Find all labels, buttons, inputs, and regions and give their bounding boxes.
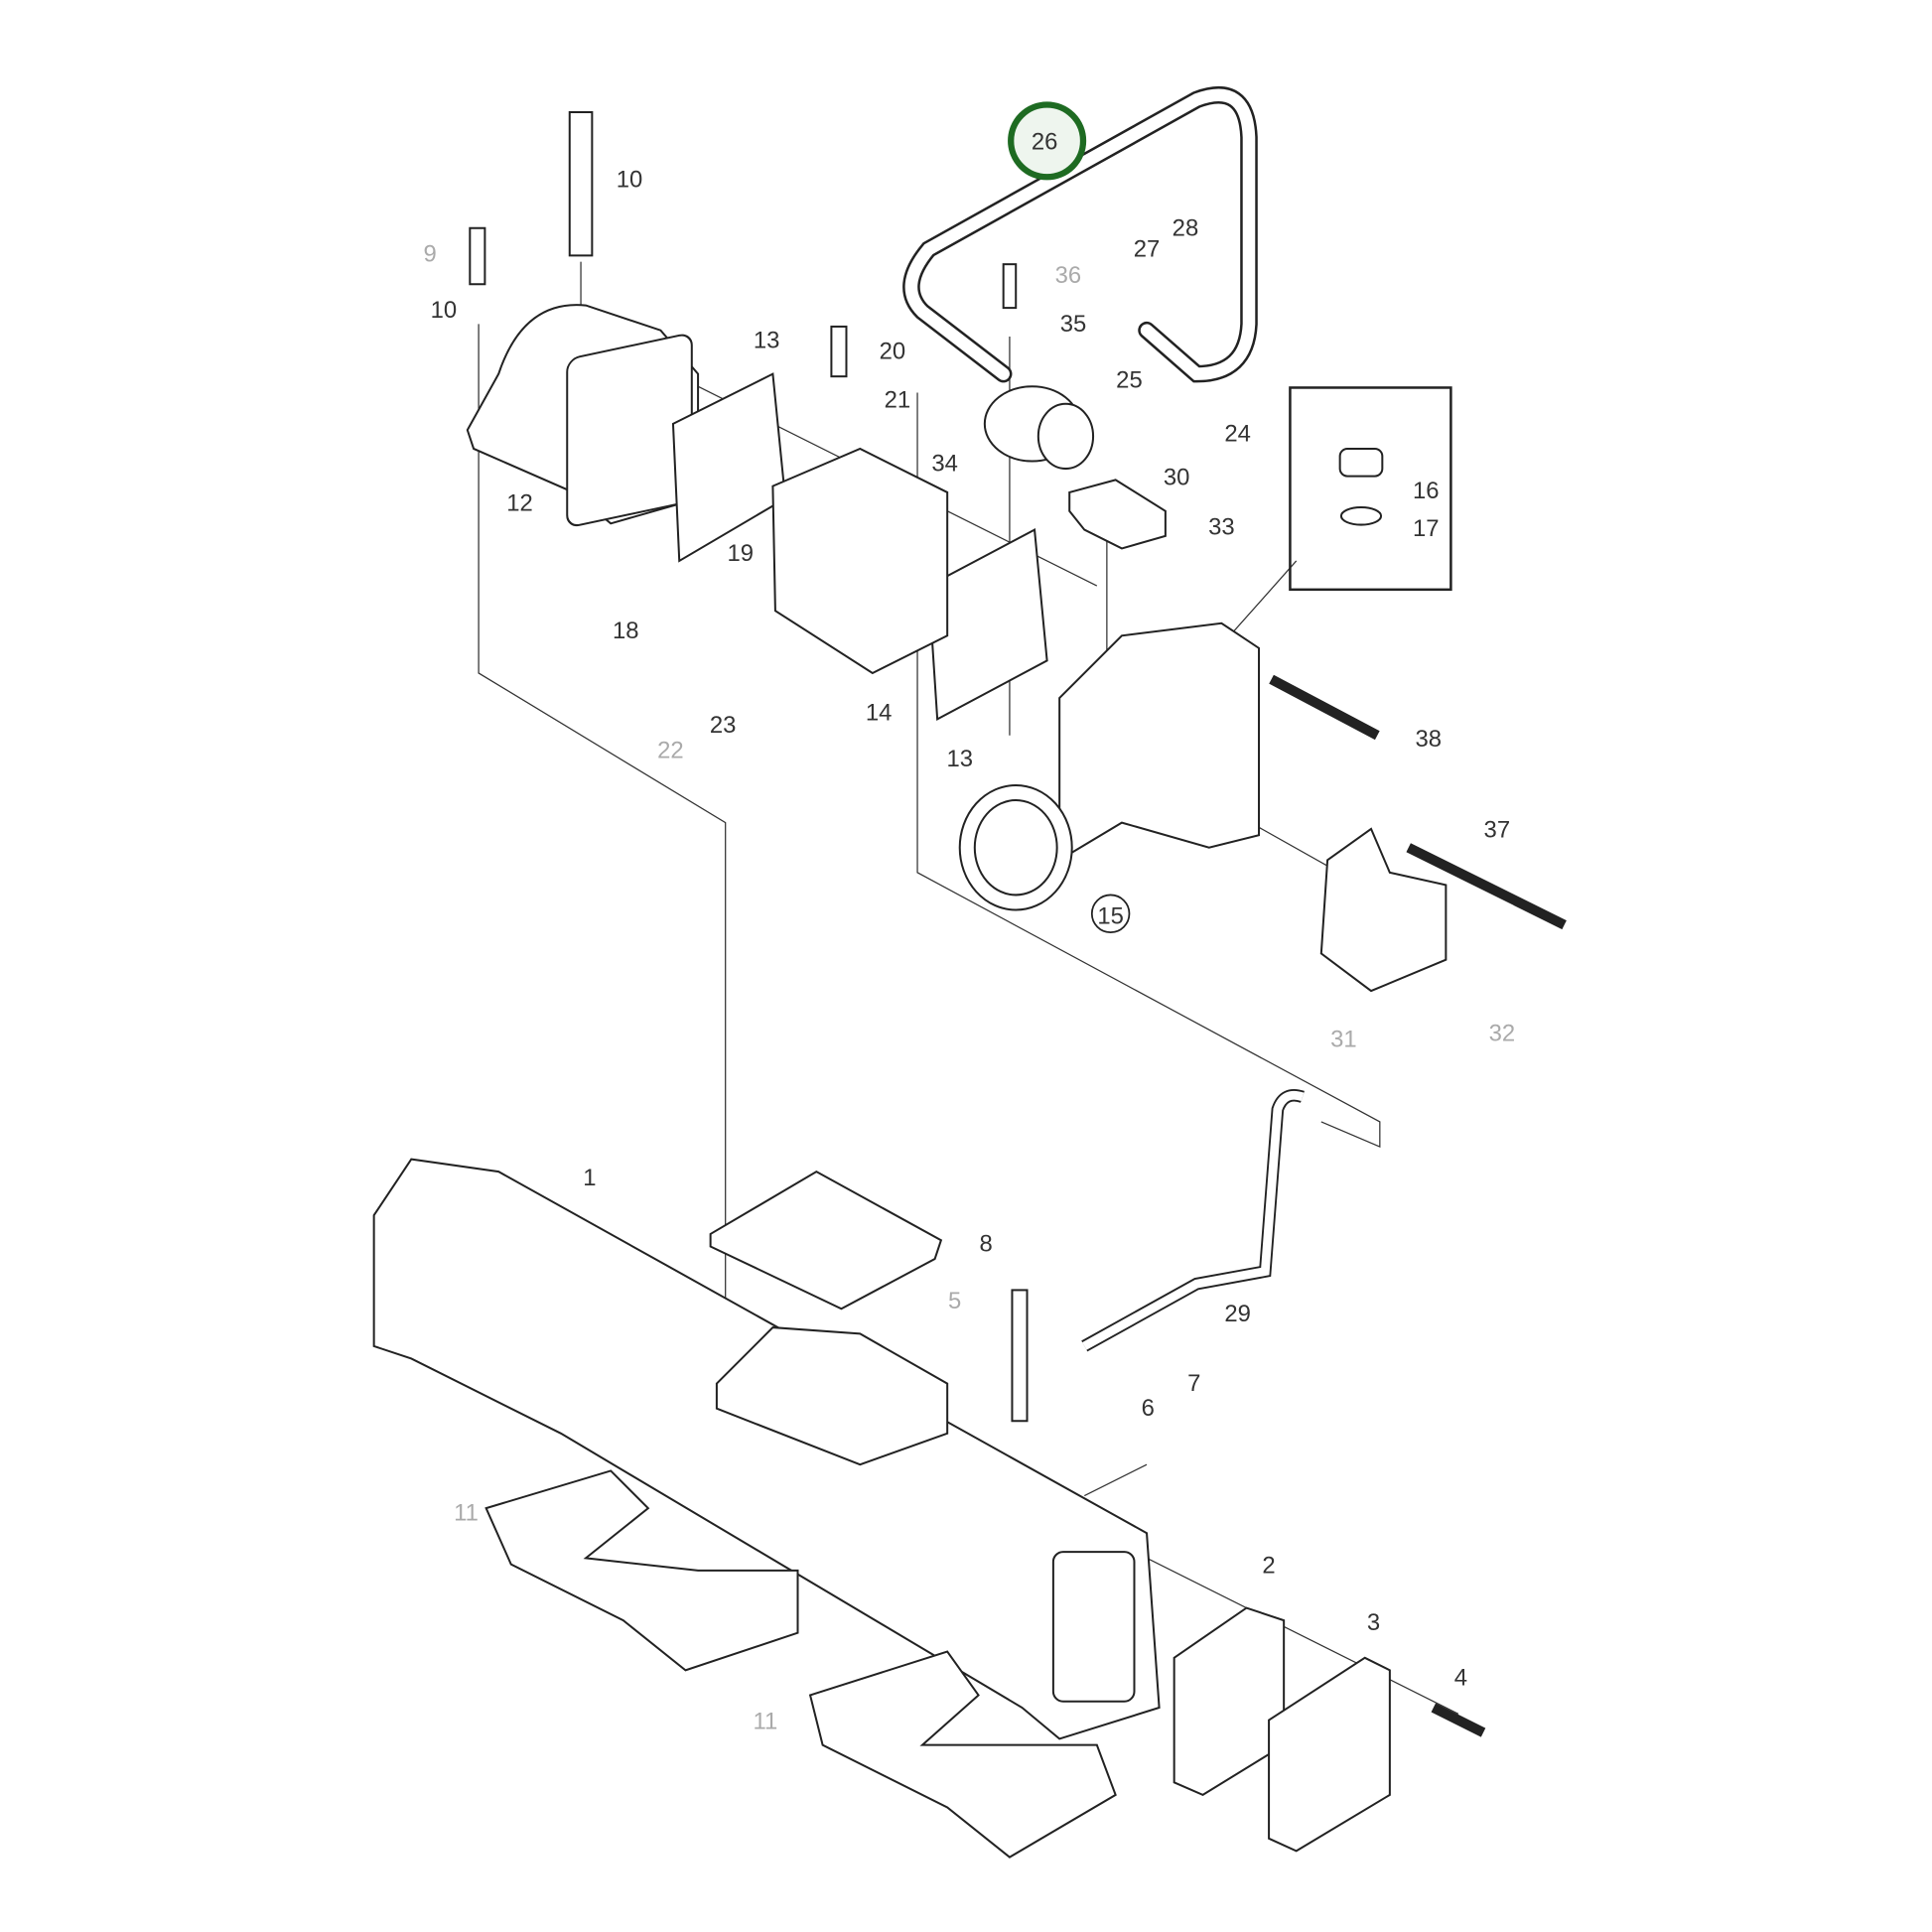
part-label-3[interactable]: 3 [1367,1609,1380,1636]
elbow-housing-12[interactable] [466,304,700,527]
part-label-35[interactable]: 35 [1060,311,1087,338]
bracket-31[interactable] [1319,827,1448,993]
part-label-27[interactable]: 27 [1134,236,1161,263]
part-label-29[interactable]: 29 [1224,1301,1251,1327]
part-label-36[interactable]: 36 [1055,262,1082,289]
gasket-13-lower[interactable] [927,527,1048,722]
part-label-23[interactable]: 23 [710,712,737,739]
part-label-11[interactable]: 11 [454,1500,479,1527]
gasket-8[interactable] [709,1170,943,1311]
part-label-11[interactable]: 11 [753,1708,777,1734]
part-label-21[interactable]: 21 [885,387,911,414]
part-label-1[interactable]: 1 [583,1165,596,1191]
gasket-2[interactable] [1173,1606,1286,1797]
part-label-31[interactable]: 31 [1330,1027,1357,1053]
part-label-6[interactable]: 6 [1142,1395,1155,1422]
part-label-34[interactable]: 34 [931,451,958,478]
part-label-22[interactable]: 22 [657,737,684,763]
part-label-4[interactable]: 4 [1454,1664,1467,1691]
part-label-18[interactable]: 18 [613,618,639,644]
part-label-2[interactable]: 2 [1262,1552,1275,1579]
part-label-20[interactable]: 20 [880,339,906,365]
part-label-10[interactable]: 10 [431,297,458,324]
egr-valve-15[interactable] [958,621,1261,911]
part-label-8[interactable]: 8 [979,1231,992,1258]
part-label-24[interactable]: 24 [1224,420,1251,447]
part-label-13[interactable]: 13 [754,327,780,353]
part-label-12[interactable]: 12 [506,490,533,517]
part-label-17[interactable]: 17 [1413,515,1440,542]
part-label-28[interactable]: 28 [1173,214,1199,241]
sensor-33[interactable] [1068,479,1167,550]
gasket-11-lower[interactable] [808,1650,1117,1859]
bolts [469,110,1567,1737]
part-label-14[interactable]: 14 [866,700,893,727]
exhaust-manifold-1[interactable] [372,1158,1161,1740]
part-label-19[interactable]: 19 [727,540,754,567]
highlight-circle-26[interactable] [1008,101,1087,181]
pipe-26[interactable] [902,86,1258,383]
actuator-34[interactable] [983,385,1095,471]
part-label-37[interactable]: 37 [1484,817,1511,844]
part-label-7[interactable]: 7 [1187,1370,1200,1397]
part-label-38[interactable]: 38 [1416,726,1443,753]
part-label-32[interactable]: 32 [1489,1020,1516,1046]
valve-block-14[interactable] [771,447,949,675]
part-label-33[interactable]: 33 [1208,514,1235,541]
cover-3[interactable] [1268,1656,1391,1853]
gasket-11-upper[interactable] [484,1469,799,1672]
inset-box [1289,386,1452,592]
part-label-15[interactable]: 15 [1097,902,1124,929]
part-label-10[interactable]: 10 [617,166,643,193]
part-label-9[interactable]: 9 [424,241,437,268]
callout-circle-15 [1090,894,1131,933]
part-label-5[interactable]: 5 [948,1288,961,1314]
part-label-30[interactable]: 30 [1164,464,1190,490]
part-label-25[interactable]: 25 [1116,366,1143,393]
part-label-13[interactable]: 13 [946,746,973,772]
part-label-26[interactable]: 26 [1032,129,1058,156]
part-label-16[interactable]: 16 [1413,478,1440,504]
